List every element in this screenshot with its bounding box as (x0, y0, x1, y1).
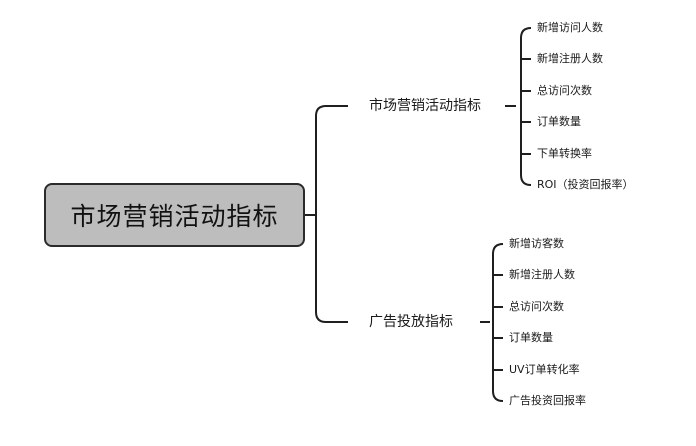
branch-node-marketing: 市场营销活动指标 (369, 98, 481, 114)
branch1-bracket (520, 27, 532, 186)
leaf-node: 新增访问人数 (537, 21, 603, 34)
leaf-node: ROI（投资回报率） (537, 178, 634, 191)
leaf-node: 总访问次数 (537, 84, 592, 97)
branch-node-advertising: 广告投放指标 (369, 314, 453, 330)
branch1-ticks (521, 58, 531, 155)
root-node: 市场营销活动指标 (44, 183, 305, 247)
leaf-node: 广告投资回报率 (509, 394, 586, 407)
branch2-bracket (492, 243, 504, 402)
leaf-node: 新增注册人数 (509, 268, 575, 281)
leaf-node: 订单数量 (509, 331, 553, 344)
leaf-node: 总访问次数 (509, 300, 564, 313)
leaf-node: 下单转换率 (537, 147, 592, 160)
branch-connector-2 (315, 215, 348, 323)
leaf-node: UV订单转化率 (509, 363, 580, 376)
leaf-node: 订单数量 (537, 115, 581, 128)
branch2-ticks (493, 274, 503, 371)
leaf-node: 新增注册人数 (537, 52, 603, 65)
branch-connector-1 (315, 105, 348, 215)
leaf-node: 新增访客数 (509, 237, 564, 250)
